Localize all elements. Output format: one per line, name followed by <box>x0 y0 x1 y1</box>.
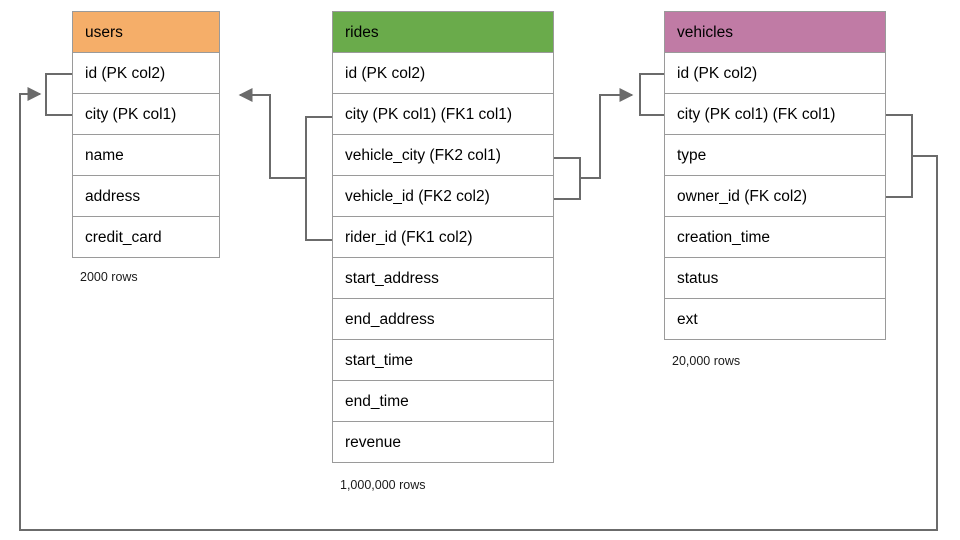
field-rides-rider-id[interactable]: rider_id (FK1 col2) <box>332 217 554 258</box>
field-vehicles-status[interactable]: status <box>664 258 886 299</box>
entity-rides-title: rides <box>345 24 379 41</box>
edge-vehicles-left-bracket <box>639 73 664 116</box>
entity-rides[interactable]: rides id (PK col2) city (PK col1) (FK1 c… <box>332 11 554 463</box>
field-vehicles-owner-id[interactable]: owner_id (FK col2) <box>664 176 886 217</box>
entity-users[interactable]: users id (PK col2) city (PK col1) name a… <box>72 11 220 258</box>
field-users-city[interactable]: city (PK col1) <box>72 94 220 135</box>
edge-vehicles-right-bracket <box>886 114 913 198</box>
field-vehicles-ext[interactable]: ext <box>664 299 886 340</box>
field-vehicles-type[interactable]: type <box>664 135 886 176</box>
field-rides-vehicle-id[interactable]: vehicle_id (FK2 col2) <box>332 176 554 217</box>
field-rides-revenue[interactable]: revenue <box>332 422 554 463</box>
edge-rides-right-bracket <box>554 157 581 200</box>
entity-users-title: users <box>85 24 123 41</box>
edge-rides-left-bracket <box>305 116 332 241</box>
row-count-vehicles: 20,000 rows <box>672 354 741 368</box>
field-rides-city[interactable]: city (PK col1) (FK1 col1) <box>332 94 554 135</box>
row-count-rides: 1,000,000 rows <box>340 478 426 492</box>
entity-rides-header: rides <box>332 11 554 53</box>
edge-rides-fk2-to-vehicles <box>580 88 634 179</box>
entity-vehicles[interactable]: vehicles id (PK col2) city (PK col1) (FK… <box>664 11 886 340</box>
edge-users-left-bracket <box>45 73 72 116</box>
field-rides-start-time[interactable]: start_time <box>332 340 554 381</box>
field-users-id[interactable]: id (PK col2) <box>72 53 220 94</box>
field-vehicles-city[interactable]: city (PK col1) (FK col1) <box>664 94 886 135</box>
field-rides-end-time[interactable]: end_time <box>332 381 554 422</box>
field-rides-start-address[interactable]: start_address <box>332 258 554 299</box>
field-users-address[interactable]: address <box>72 176 220 217</box>
field-users-credit-card[interactable]: credit_card <box>72 217 220 258</box>
field-users-name[interactable]: name <box>72 135 220 176</box>
entity-vehicles-header: vehicles <box>664 11 886 53</box>
entity-vehicles-title: vehicles <box>677 24 733 41</box>
field-vehicles-creation-time[interactable]: creation_time <box>664 217 886 258</box>
entity-users-header: users <box>72 11 220 53</box>
edge-rides-fk1-to-users <box>238 88 306 179</box>
field-rides-id[interactable]: id (PK col2) <box>332 53 554 94</box>
row-count-users: 2000 rows <box>80 270 138 284</box>
field-rides-end-address[interactable]: end_address <box>332 299 554 340</box>
field-vehicles-id[interactable]: id (PK col2) <box>664 53 886 94</box>
field-rides-vehicle-city[interactable]: vehicle_city (FK2 col1) <box>332 135 554 176</box>
